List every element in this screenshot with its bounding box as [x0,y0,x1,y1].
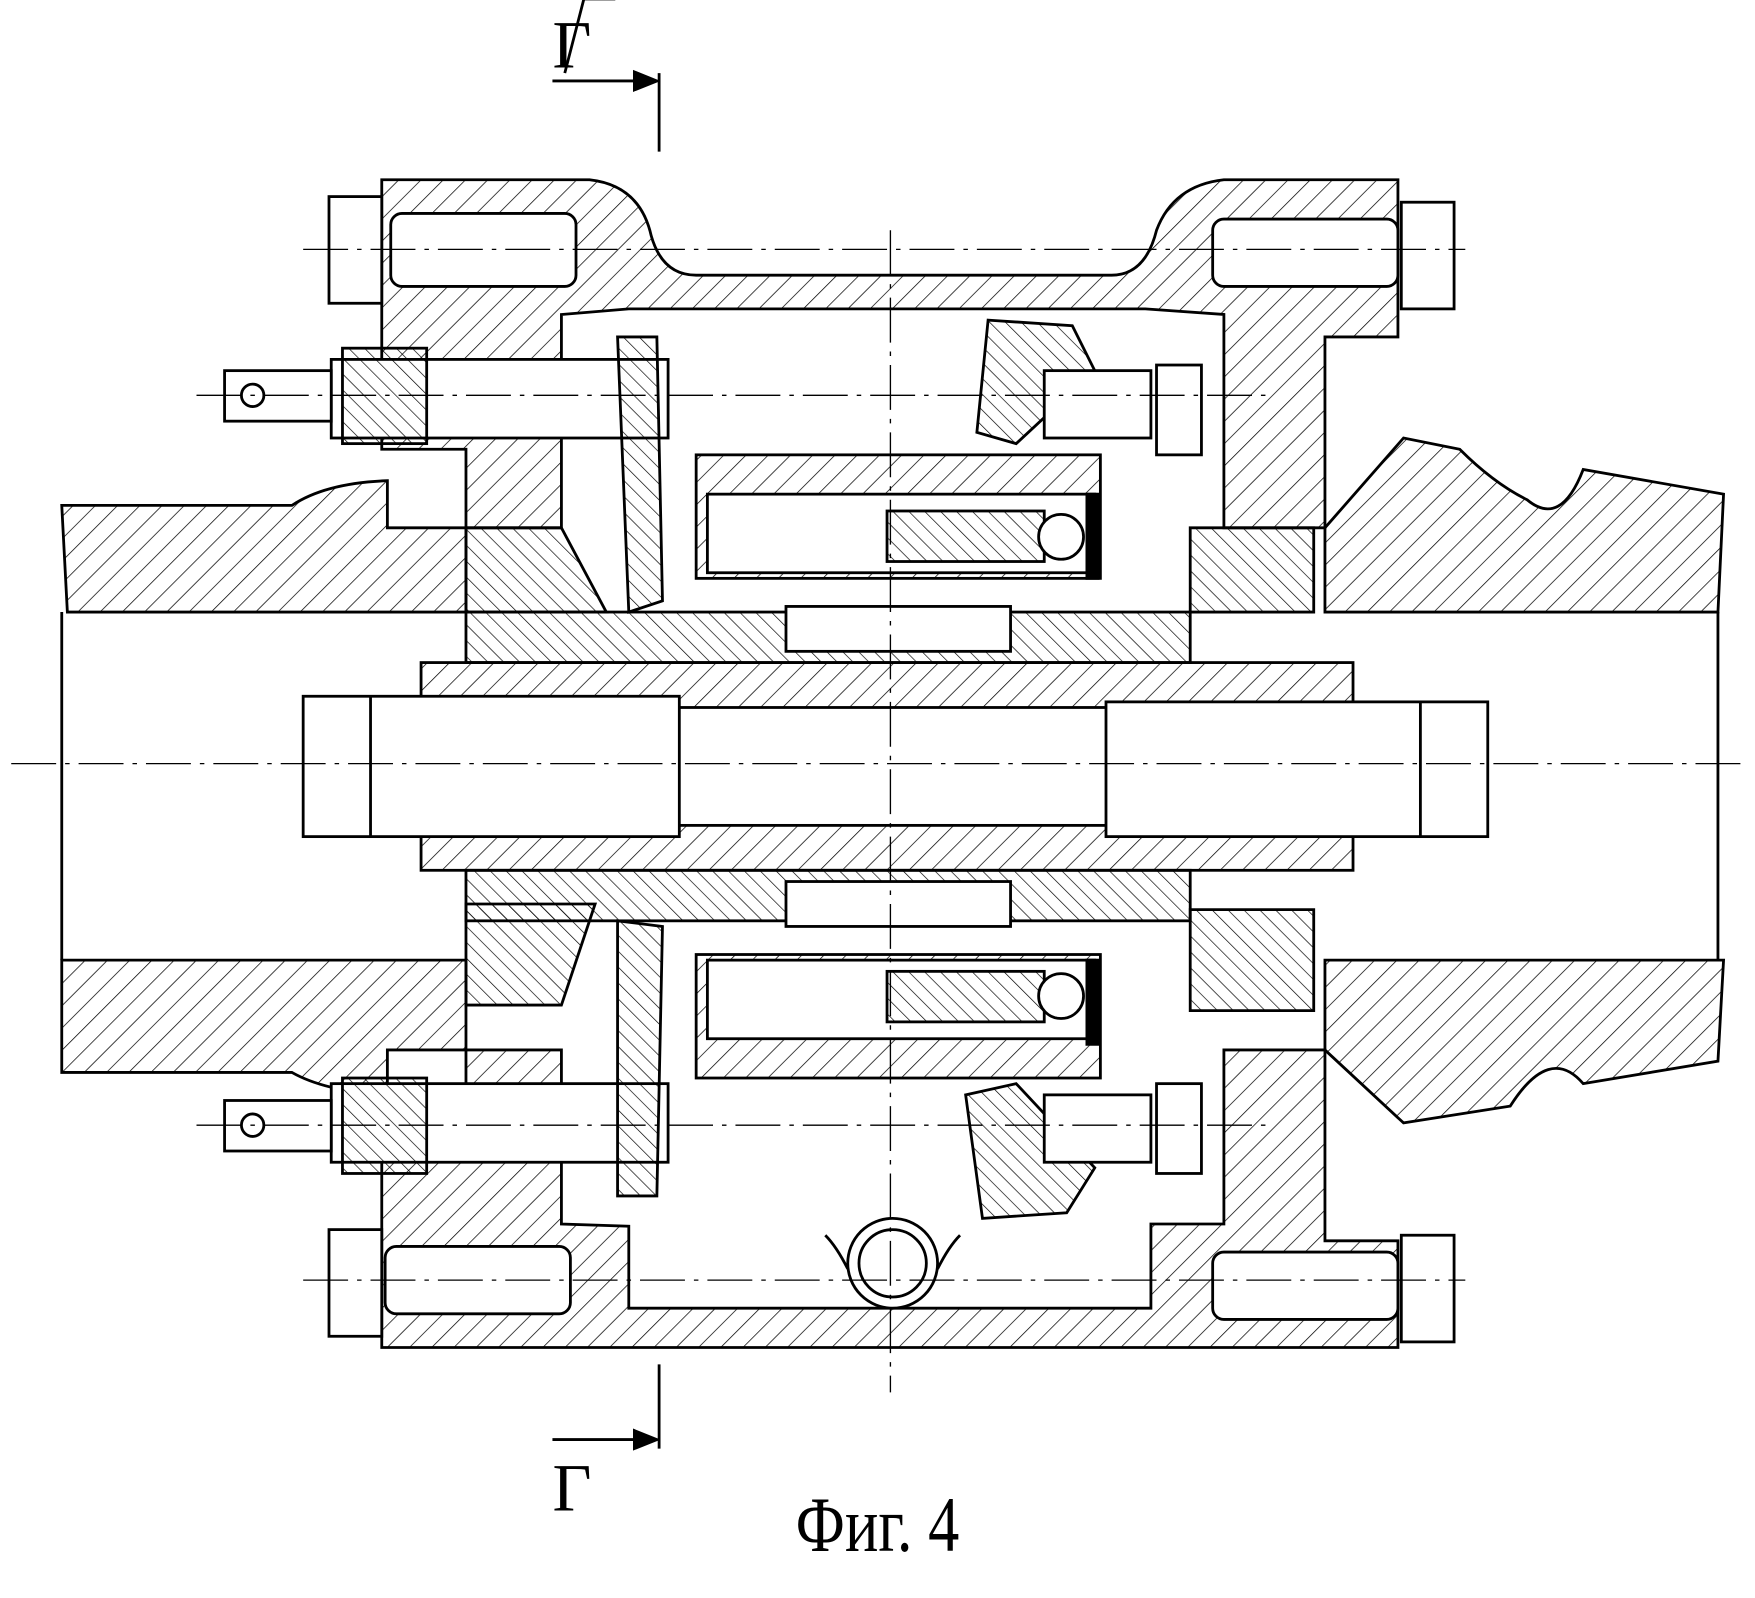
outer-case-top [380,178,1400,530]
bolt-head-bl [327,1228,384,1338]
pawl-bottom [964,1082,1097,1220]
left-shaft-housing-top [60,479,468,614]
bearing-left-top [464,526,609,614]
right-inner-shaft [1104,700,1490,839]
left-shaft-housing-bottom [60,958,468,1097]
left-inner-shaft [301,694,681,839]
section-marker-top: Г [552,7,591,82]
bearing-right-bottom [1188,908,1316,1013]
spring-top [885,509,1046,563]
drain-plug [846,1216,939,1310]
lever-bottom [616,919,664,1198]
bolt-head-br [1399,1233,1456,1344]
bolt-head-tr [1399,200,1456,311]
right-shaft-housing-top [1323,436,1726,614]
figure-caption: Фиг. 4 [795,1481,960,1568]
bearing-right-top [1188,526,1316,614]
right-shaft-housing-bottom [1323,958,1726,1125]
section-marker-bottom: Г [552,1450,591,1525]
lever-top [616,335,664,614]
spring-bottom [885,969,1046,1024]
bolt-br [1211,1250,1400,1321]
bolt-tr [1211,217,1400,288]
